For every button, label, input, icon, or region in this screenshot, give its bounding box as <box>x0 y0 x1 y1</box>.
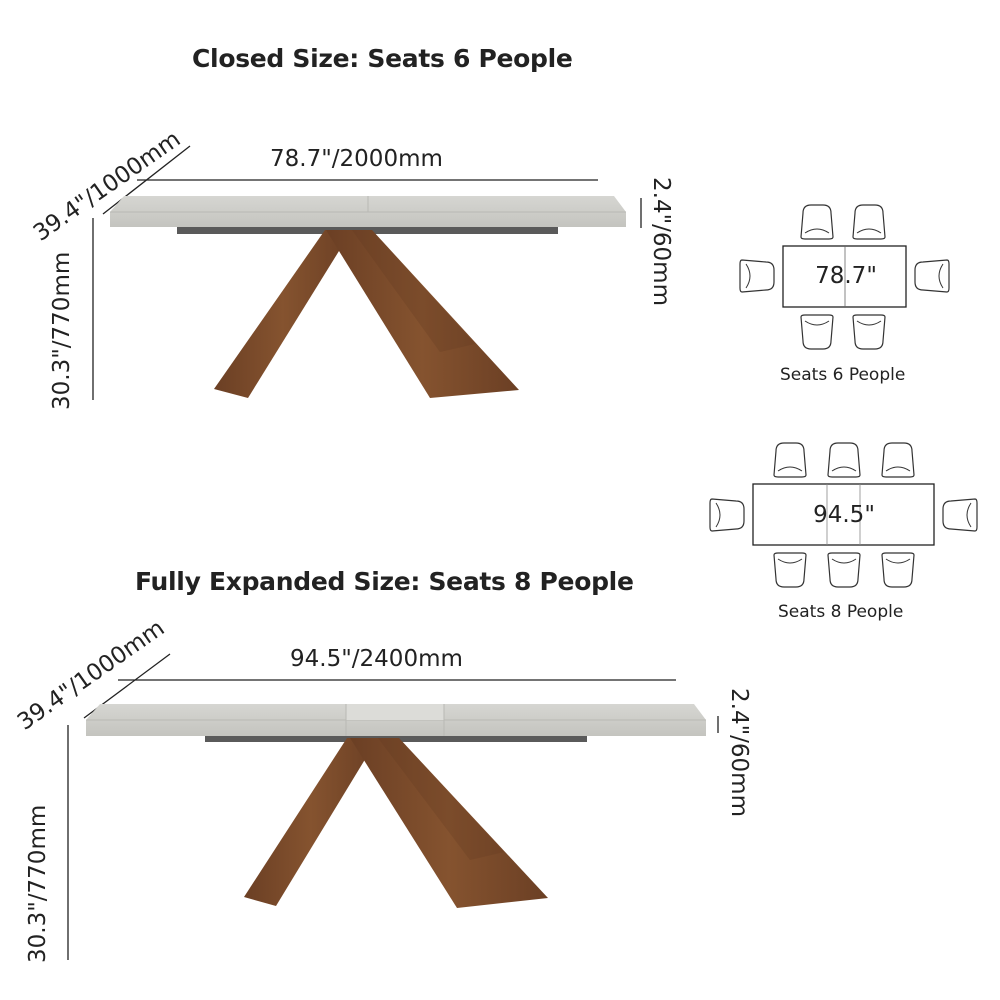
seating-plan-8 <box>709 442 978 588</box>
chair <box>827 552 861 588</box>
seating-plan-6 <box>739 204 950 350</box>
expanded-right-leg <box>350 738 548 908</box>
chair <box>827 442 861 478</box>
plan6-caption: Seats 6 People <box>780 365 906 385</box>
expanded-left-leg <box>244 738 378 906</box>
closed-size-heading: Closed Size: Seats 6 People <box>192 44 573 73</box>
expanded-leg-shadow <box>378 738 504 860</box>
expanded-table-illustration <box>67 653 719 960</box>
chair <box>739 259 775 293</box>
plan8-caption: Seats 8 People <box>778 602 904 622</box>
closed-depth-dimension-line <box>102 145 191 215</box>
chair <box>800 314 834 350</box>
closed-leg-shadow <box>352 230 475 352</box>
closed-length-label: 78.7"/2000mm <box>270 146 443 172</box>
chair <box>709 498 745 532</box>
expanded-thickness-label: 2.4"/60mm <box>726 688 752 817</box>
expanded-size-heading: Fully Expanded Size: Seats 8 People <box>135 567 634 596</box>
closed-height-label: 30.3"/770mm <box>49 251 75 410</box>
plan8-table <box>752 483 935 546</box>
expanded-height-label: 30.3"/770mm <box>25 804 51 963</box>
expanded-tabletop-leaf <box>346 704 444 720</box>
expanded-length-label: 94.5"/2400mm <box>290 646 463 672</box>
closed-right-leg <box>326 230 519 398</box>
chair <box>942 498 978 532</box>
chair <box>852 314 886 350</box>
plan6-table-label: 78.7" <box>815 263 877 289</box>
closed-thickness-label: 2.4"/60mm <box>648 177 674 306</box>
chair <box>800 204 834 240</box>
closed-table-illustration <box>92 145 642 400</box>
chair <box>914 259 950 293</box>
chair <box>881 552 915 588</box>
plan8-table-label: 94.5" <box>813 502 875 528</box>
chair <box>852 204 886 240</box>
plan6-table <box>782 245 907 308</box>
chair <box>881 442 915 478</box>
chair <box>773 442 807 478</box>
chair <box>773 552 807 588</box>
closed-left-leg <box>214 230 352 398</box>
